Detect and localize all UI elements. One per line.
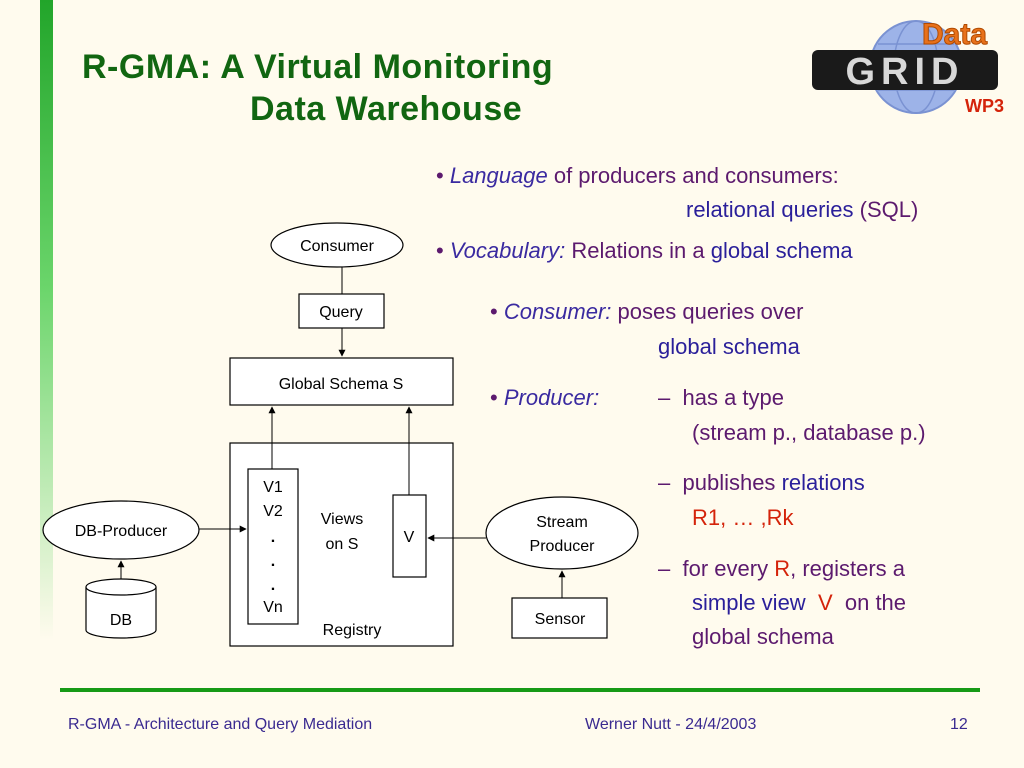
single-view-label: V — [404, 529, 415, 546]
logo-badge-wp3: WP3 — [965, 96, 1004, 116]
views-on-s-label-2: on S — [326, 536, 359, 553]
view-v1: V1 — [263, 479, 283, 496]
view-vn: Vn — [263, 599, 283, 616]
db-producer-node — [42, 500, 200, 560]
views-box — [247, 468, 299, 625]
footer-left: R-GMA - Architecture and Query Mediation — [68, 716, 373, 733]
db-label: DB — [110, 612, 132, 629]
global-schema-box — [229, 357, 454, 406]
title-line-2: Data Warehouse — [250, 90, 523, 128]
producer-sub-type: – has a type — [658, 385, 784, 410]
query-label: Query — [319, 304, 363, 321]
stream-producer-node — [485, 496, 639, 570]
term-consumer: Consumer: — [503, 299, 612, 324]
bullet-language: • Language of producers and consumers: — [436, 163, 839, 188]
bullet-language-cont: relational queries (SQL) — [686, 197, 919, 222]
producer-sub-registers: – for every R, registers a — [658, 556, 906, 581]
bullet-consumer: • Consumer: poses queries over — [490, 299, 804, 324]
sensor-label: Sensor — [535, 611, 586, 628]
footer-page-number: 12 — [950, 716, 968, 733]
slide-title: R-GMA: A Virtual Monitoring Data Warehou… — [82, 46, 642, 130]
logo-band — [812, 50, 998, 90]
view-dot-2: . — [271, 553, 275, 570]
term-language: Language — [449, 163, 548, 188]
term-vocabulary: Vocabulary: — [449, 238, 566, 263]
query-box — [298, 293, 385, 329]
producer-sub-publishes: – publishes relations — [658, 470, 865, 495]
stream-producer-label-2: Producer — [530, 538, 596, 555]
bullet-vocabulary: • Vocabulary: Relations in a global sche… — [436, 238, 853, 263]
side-accent-bar — [40, 0, 53, 640]
registry-label: Registry — [323, 622, 382, 639]
stream-producer-label-1: Stream — [536, 514, 588, 531]
producer-sub-publishes-cont: R1, … ,Rk — [692, 505, 794, 530]
title-line-1: R-GMA: A Virtual Monitoring — [82, 48, 554, 86]
producer-sub-registers-cont2: global schema — [692, 624, 834, 649]
sensor-box — [511, 597, 608, 639]
producer-sub-registers-cont: simple view V on the — [692, 590, 907, 615]
term-producer: Producer: — [503, 385, 600, 410]
datagrid-logo: Data GRID WP3 — [812, 18, 1004, 116]
consumer-node — [270, 222, 404, 268]
view-v2: V2 — [263, 503, 283, 520]
db-producer-label: DB-Producer — [75, 523, 168, 540]
producer-sub-type-cont: (stream p., database p.) — [692, 420, 926, 445]
db-cylinder — [85, 578, 157, 639]
bullet-producer: • Producer: — [490, 385, 600, 410]
single-view-box — [392, 494, 427, 578]
view-dot-1: . — [271, 529, 275, 546]
global-schema-label: Global Schema S — [279, 376, 404, 393]
views-on-s-label-1: Views — [321, 511, 363, 528]
bullet-consumer-cont: global schema — [658, 334, 800, 359]
view-dot-3: . — [271, 577, 275, 594]
logo-word-data: Data — [922, 18, 987, 51]
footer-divider — [60, 688, 980, 692]
logo-word-grid: GRID — [846, 51, 965, 93]
consumer-label: Consumer — [300, 238, 374, 255]
footer-center: Werner Nutt - 24/4/2003 — [585, 716, 757, 733]
